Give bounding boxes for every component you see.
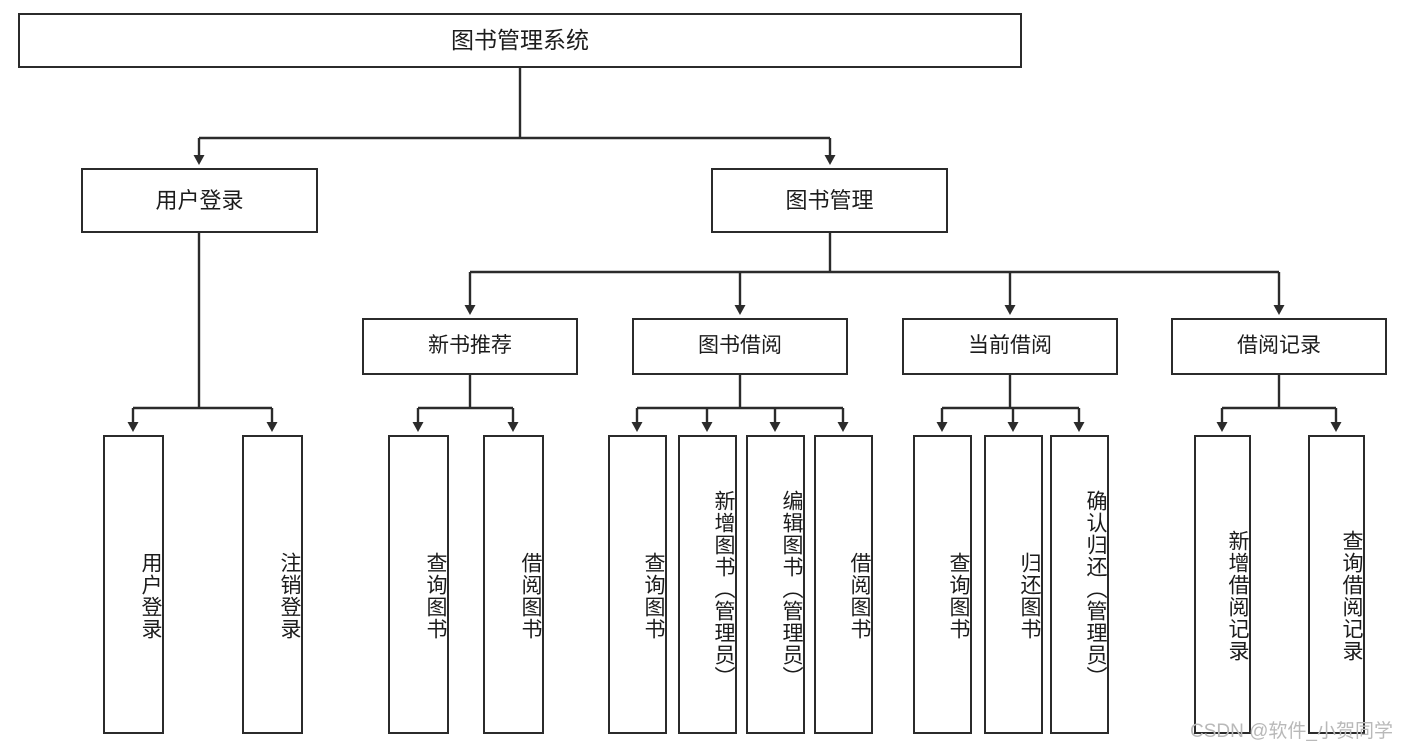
leaf-return-book[interactable]: 归还图书 — [984, 435, 1043, 734]
leaf-logout-login[interactable]: 注销登录 — [242, 435, 303, 734]
leaf-user-login[interactable]: 用户登录 — [103, 435, 164, 734]
watermark-text: CSDN @软件_小贺同学 — [1190, 721, 1393, 742]
node-book-management[interactable]: 图书管理 — [711, 168, 948, 233]
node-current-borrow[interactable]: 当前借阅 — [902, 318, 1118, 375]
leaf-edit-book-admin[interactable]: 编辑图书（管理员） — [746, 435, 805, 734]
leaf-add-book-admin[interactable]: 新增图书（管理员） — [678, 435, 737, 734]
leaf-add-borrow-record[interactable]: 新增借阅记录 — [1194, 435, 1251, 734]
leaf-query-book-current[interactable]: 查询图书 — [913, 435, 972, 734]
leaf-confirm-return-admin[interactable]: 确认归还（管理员） — [1050, 435, 1109, 734]
node-new-book-recommend[interactable]: 新书推荐 — [362, 318, 578, 375]
leaf-query-book-borrow[interactable]: 查询图书 — [608, 435, 667, 734]
leaf-borrow-book[interactable]: 借阅图书 — [814, 435, 873, 734]
node-borrow-records[interactable]: 借阅记录 — [1171, 318, 1387, 375]
node-root-system[interactable]: 图书管理系统 — [18, 13, 1022, 68]
leaf-query-borrow-record[interactable]: 查询借阅记录 — [1308, 435, 1365, 734]
leaf-borrow-book-recommend[interactable]: 借阅图书 — [483, 435, 544, 734]
node-book-borrow[interactable]: 图书借阅 — [632, 318, 848, 375]
leaf-query-book-recommend[interactable]: 查询图书 — [388, 435, 449, 734]
node-user-login[interactable]: 用户登录 — [81, 168, 318, 233]
